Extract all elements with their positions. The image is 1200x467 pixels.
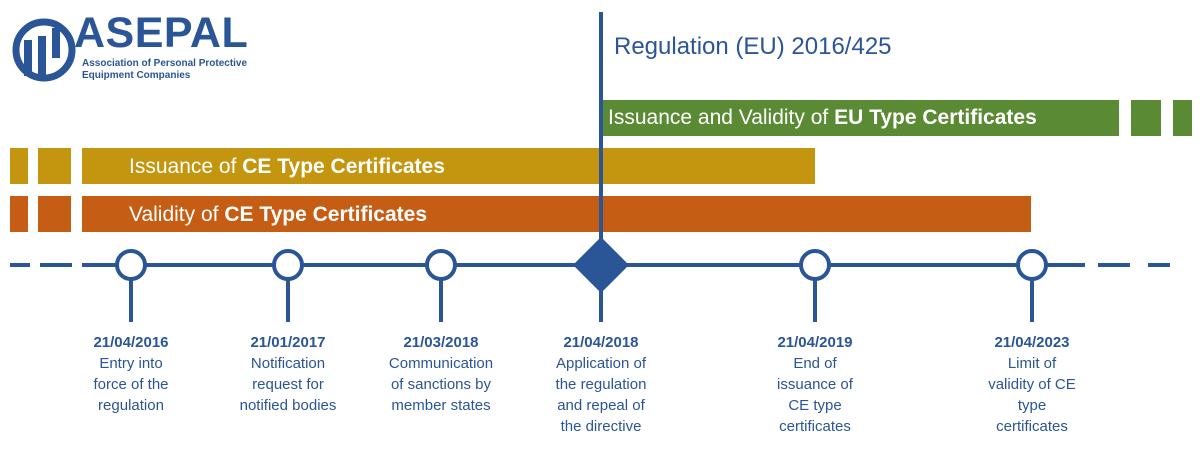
eu-certificates-label-bold: EU Type Certificates — [834, 106, 1037, 129]
logo-name: ASEPAL — [74, 9, 249, 57]
milestone-limit-of-validity: 21/04/2023 Limit of validity of CE type … — [952, 332, 1112, 437]
milestone-desc-line: force of the — [93, 376, 169, 393]
milestone-date: 21/04/2019 — [777, 334, 853, 351]
ce-issuance-bar — [10, 148, 815, 184]
ce-validity-bar — [10, 196, 1031, 232]
milestone-desc-line: issuance of — [777, 376, 853, 393]
milestone-desc-line: End of — [793, 355, 837, 372]
ce-issuance-label-bold: CE Type Certificates — [242, 155, 445, 178]
milestone-desc-line: notified bodies — [239, 397, 337, 414]
milestone-desc-line: type — [1017, 397, 1047, 414]
eu-certificates-bar — [602, 100, 1192, 136]
milestone-desc-line: and repeal of — [557, 397, 645, 414]
eu-certificates-label: Issuance and Validity of EU Type Certifi… — [608, 107, 1037, 128]
milestone-desc-line: regulation — [98, 397, 164, 414]
ce-validity-label-prefix: Validity of — [129, 203, 225, 226]
milestone-desc-line: Notification — [250, 355, 326, 372]
milestone-node — [115, 249, 147, 281]
asepal-logo-icon — [12, 18, 76, 82]
milestone-end-of-issuance: 21/04/2019 End of issuance of CE type ce… — [735, 332, 895, 437]
milestone-desc-line: the directive — [560, 418, 642, 435]
milestone-desc-line: Limit of — [1007, 355, 1057, 372]
milestone-application: 21/04/2018 Application of the regulation… — [521, 332, 681, 437]
milestone-desc-line: member states — [391, 397, 491, 414]
milestone-notification-request: 21/01/2017 Notification request for noti… — [208, 332, 368, 416]
milestone-desc-line: certificates — [779, 418, 851, 435]
eu-certificates-label-prefix: Issuance and Validity of — [608, 106, 835, 129]
milestone-desc-line: of sanctions by — [390, 376, 492, 393]
milestone-node — [799, 249, 831, 281]
milestone-date: 21/01/2017 — [250, 334, 326, 351]
milestone-nodes — [115, 237, 1048, 322]
ce-issuance-label: Issuance of CE Type Certificates — [129, 156, 445, 177]
logo-subtitle: Association of Personal Protective Equip… — [82, 58, 248, 81]
milestone-desc-line: CE type — [788, 397, 842, 414]
milestone-date: 21/04/2023 — [994, 334, 1070, 351]
milestone-desc-line: the regulation — [555, 376, 647, 393]
milestone-date: 21/03/2018 — [403, 334, 479, 351]
regulation-diamond-node — [573, 237, 629, 293]
milestone-entry-into-force: 21/04/2016 Entry into force of the regul… — [51, 332, 211, 416]
milestone-desc-line: request for — [252, 376, 324, 393]
milestone-node — [272, 249, 304, 281]
milestone-sanctions: 21/03/2018 Communication of sanctions by… — [361, 332, 521, 416]
milestone-node — [1016, 249, 1048, 281]
milestone-desc-line: Entry into — [99, 355, 163, 372]
milestone-desc-line: validity of CE — [988, 376, 1076, 393]
milestone-node — [425, 249, 457, 281]
regulation-title: Regulation (EU) 2016/425 — [614, 33, 892, 60]
milestone-desc-line: Application of — [555, 355, 647, 372]
milestone-date: 21/04/2018 — [563, 334, 639, 351]
milestone-date: 21/04/2016 — [93, 334, 169, 351]
ce-issuance-label-prefix: Issuance of — [129, 155, 243, 178]
ce-validity-label: Validity of CE Type Certificates — [129, 204, 427, 225]
ce-validity-label-bold: CE Type Certificates — [224, 203, 428, 226]
milestone-desc-line: Communication — [388, 355, 494, 372]
milestone-desc-line: certificates — [996, 418, 1068, 435]
